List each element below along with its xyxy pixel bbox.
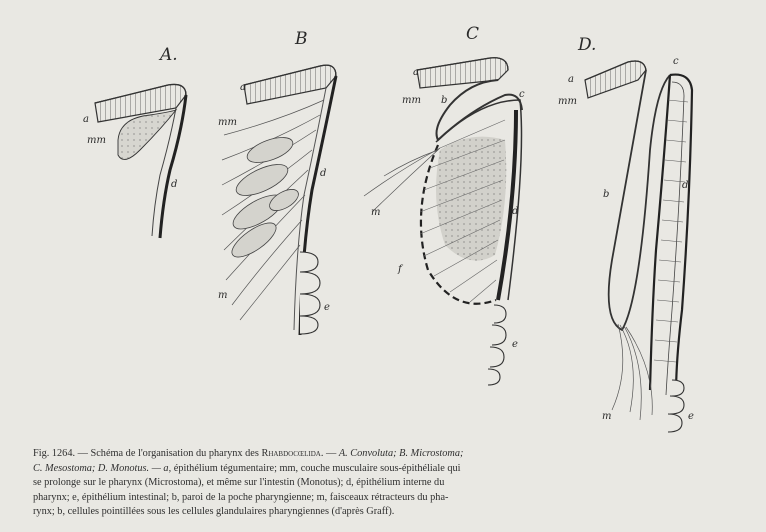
label-e: e	[688, 411, 694, 422]
label-d: d	[320, 168, 326, 179]
intestinal-epithelium	[668, 380, 684, 432]
panel-c: C	[364, 24, 525, 385]
label-c: c	[519, 89, 525, 100]
label-a: a	[83, 114, 89, 125]
panel-a: A. a mm d	[83, 45, 186, 238]
label-d: d	[171, 179, 177, 190]
label-a: a	[413, 67, 419, 78]
figure-caption: Fig. 1264. — Schéma de l'organisation du…	[33, 447, 745, 520]
label-mm: mm	[402, 95, 421, 106]
panel-b: B a	[218, 29, 336, 335]
label-e: e	[512, 339, 518, 350]
label-mm: mm	[87, 135, 106, 146]
label-mm: mm	[218, 117, 237, 128]
label-m: m	[218, 290, 227, 301]
label-b: b	[603, 189, 609, 200]
label-b: b	[441, 95, 447, 106]
label-a: a	[240, 82, 246, 93]
panel-letter-a: A.	[158, 45, 178, 65]
retractor-muscles	[612, 324, 652, 420]
panel-letter-b: B	[294, 29, 308, 49]
intestinal-epithelium	[488, 305, 506, 385]
intestinal-epithelium	[300, 252, 320, 334]
retractor-muscles	[364, 148, 440, 212]
label-m: m	[371, 207, 380, 218]
label-mm: mm	[558, 96, 577, 107]
panel-letter-d: D.	[577, 35, 596, 55]
caption-line-1b: Rhabdocœlida. —	[261, 448, 338, 459]
caption-line-2a: C. Mesostoma; D. Monotus. — a,	[33, 463, 174, 474]
label-c: c	[673, 56, 679, 67]
label-e: e	[324, 302, 330, 313]
label-m: m	[602, 411, 611, 422]
caption-line-1c: A. Convoluta; B. Microstoma;	[339, 448, 464, 459]
panel-letter-c: C	[466, 24, 479, 44]
caption-line-4: pharynx; e, épithélium intestinal; b, pa…	[33, 492, 448, 503]
caption-line-5: rynx; b, cellules pointillées sous les c…	[33, 506, 394, 517]
caption-line-2b: épithélium tégumentaire; mm, couche musc…	[174, 463, 461, 474]
gland-cells	[227, 132, 302, 263]
caption-line-3: se prolonge sur le pharynx (Microstoma),…	[33, 477, 444, 488]
tegumentary-epithelium	[244, 65, 336, 104]
label-d: d	[682, 180, 688, 191]
pharynx-wall	[670, 75, 692, 395]
label-d: d	[512, 206, 518, 217]
caption-line-1a: Fig. 1264. — Schéma de l'organisation du…	[33, 448, 261, 459]
panel-d: D.	[558, 35, 694, 432]
label-a: a	[568, 74, 574, 85]
label-f: f	[397, 264, 404, 275]
